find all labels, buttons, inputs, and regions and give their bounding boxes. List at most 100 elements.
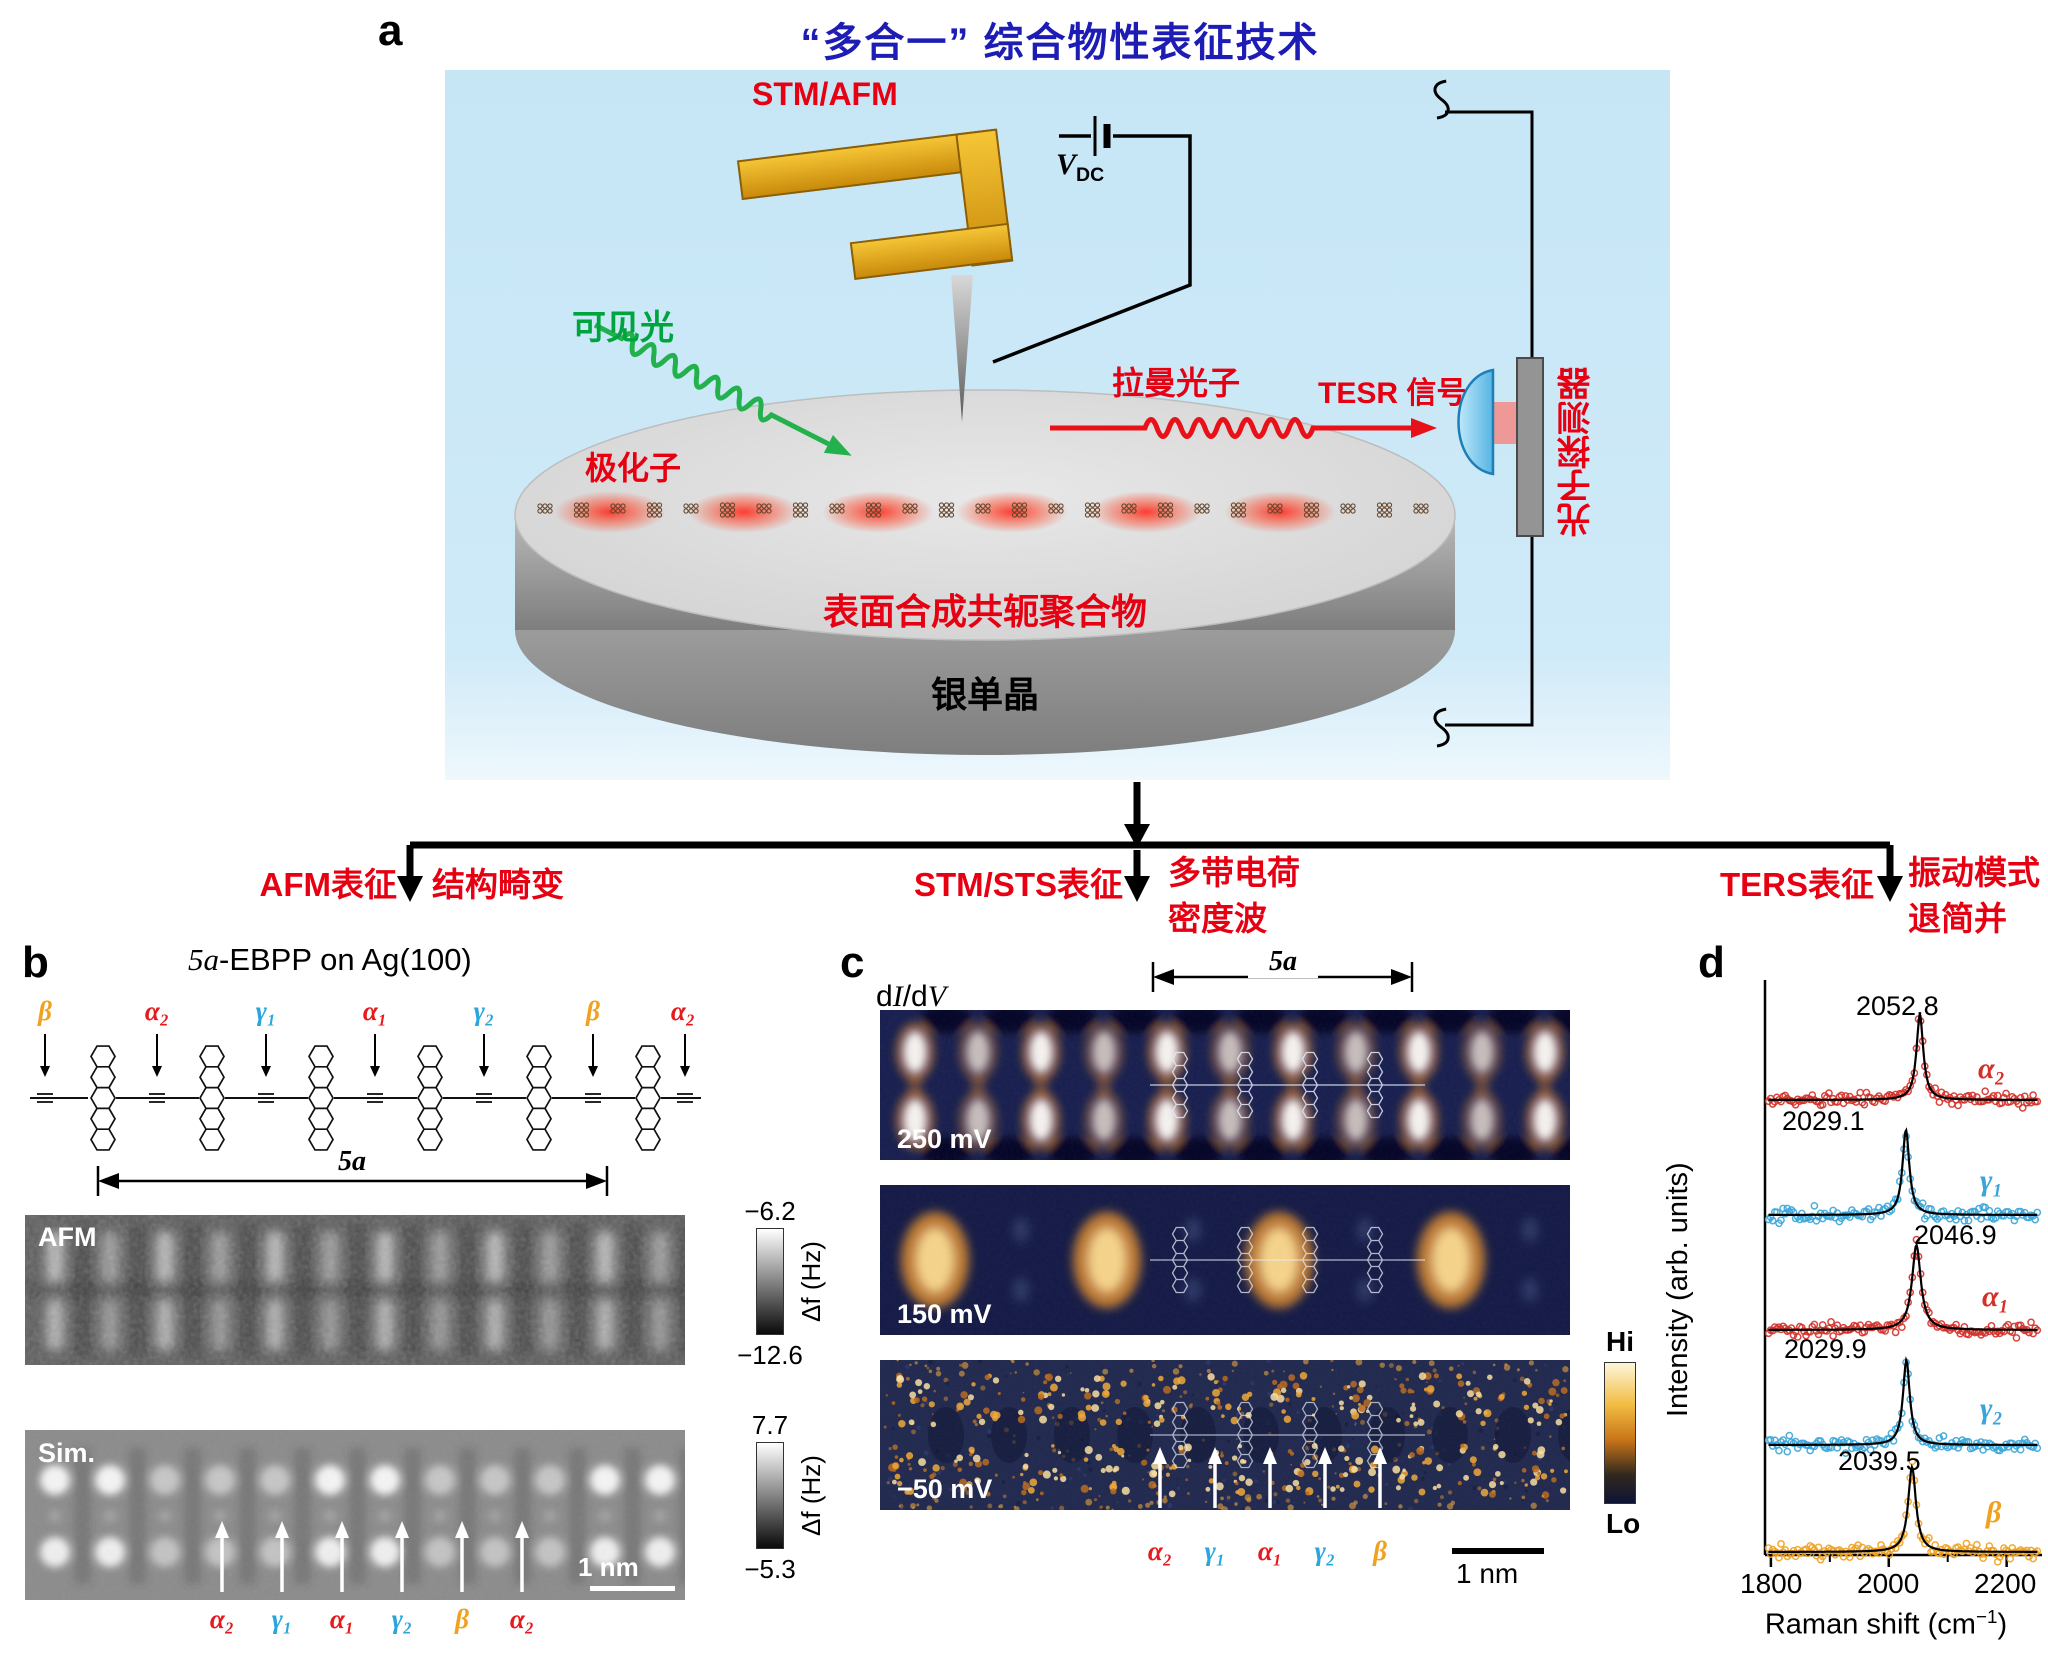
afm-image-label: AFM bbox=[38, 1222, 97, 1252]
bond-label: α₁ bbox=[362, 996, 388, 1026]
unit-cell-span-b-label: 5a bbox=[338, 1146, 366, 1177]
x-tick-1800: 1800 bbox=[1740, 1568, 1803, 1599]
bond-label: α₂ bbox=[144, 996, 170, 1026]
panel-b-title-rest: -EBPP on Ag(100) bbox=[219, 942, 472, 977]
polymer-chain bbox=[537, 491, 1429, 533]
colorbar-hi-label: Hi bbox=[1606, 1326, 1634, 1357]
x-axis-label-pre: Raman shift (cm bbox=[1764, 1608, 1976, 1641]
bond-label: α₂ bbox=[670, 996, 696, 1026]
collection-lens-icon bbox=[1457, 368, 1495, 476]
bias-label-1: 250 mV bbox=[897, 1124, 992, 1154]
photon-detector bbox=[1457, 357, 1544, 537]
molecule-overlay bbox=[1150, 1401, 1425, 1469]
polaron-label: 极化子 bbox=[585, 450, 682, 486]
sim-scale-unit: Δf (Hz) bbox=[796, 1455, 826, 1537]
series-label-4: γ₂ bbox=[1980, 1392, 2003, 1425]
vdc-subscript: DC bbox=[1076, 164, 1105, 186]
branch-ters-result-1: 振动模式 bbox=[1908, 854, 2040, 891]
substrate-label: 银单晶 bbox=[930, 674, 1039, 715]
peak-value-3: 2046.9 bbox=[1914, 1220, 1997, 1250]
didv-d1: d bbox=[876, 980, 893, 1013]
raman-photon-arrow bbox=[1050, 417, 1437, 439]
peak-value-2: 2029.1 bbox=[1782, 1106, 1865, 1136]
site-label: α₁ bbox=[329, 1604, 355, 1634]
site-label: α₁ bbox=[1257, 1536, 1283, 1566]
panel-label-c: c bbox=[840, 938, 865, 987]
x-tick-2000: 2000 bbox=[1857, 1568, 1920, 1599]
didv-label: dI/dV bbox=[876, 980, 946, 1014]
series-label-3: α₁ bbox=[1982, 1280, 2010, 1313]
tesr-signal-label: TESR 信号 bbox=[1318, 377, 1467, 410]
fit-line bbox=[1768, 1355, 2038, 1446]
scalebar-label-c: 1 nm bbox=[1456, 1558, 1519, 1589]
photon-detector-label: 光子探测器 bbox=[1558, 367, 1596, 537]
x-axis-label: Raman shift (cm−1) bbox=[1730, 1606, 2042, 1642]
stm-afm-label: STM/AFM bbox=[752, 76, 898, 112]
site-label: α₂ bbox=[509, 1604, 535, 1634]
bond-label: γ₁ bbox=[255, 996, 277, 1026]
site-label: γ₂ bbox=[1314, 1536, 1336, 1566]
wire-break-icon bbox=[1433, 79, 1450, 120]
bias-label-3: −50 mV bbox=[897, 1474, 993, 1504]
branch-ters-result-2: 退简并 bbox=[1908, 900, 2007, 937]
panel-a-schematic bbox=[445, 70, 1670, 780]
site-arrows bbox=[1153, 1447, 1387, 1508]
bond-label: β bbox=[38, 996, 52, 1026]
peak-value-5: 2039.5 bbox=[1838, 1446, 1921, 1476]
branch-afm-technique: AFM表征 bbox=[259, 866, 397, 903]
x-axis-label-sup: −1 bbox=[1975, 1606, 1998, 1627]
scalebar-line-b bbox=[590, 1586, 675, 1591]
vdc-label: VDC bbox=[1056, 148, 1104, 187]
site-label: α₂ bbox=[1147, 1536, 1173, 1566]
raman-spectra-plot bbox=[1763, 980, 2042, 1567]
panel-b-title-italic: 5a bbox=[188, 942, 219, 977]
silver-crystal-disk bbox=[514, 389, 1456, 755]
y-axis-label: Intensity (arb. units) bbox=[1662, 1162, 1694, 1418]
spectrum-α₂ bbox=[1764, 1015, 2042, 1112]
bias-label-2: 150 mV bbox=[897, 1299, 992, 1329]
site-label: γ₁ bbox=[1204, 1536, 1226, 1566]
fit-line bbox=[1768, 1242, 2038, 1331]
chemical-structure bbox=[30, 1034, 701, 1151]
branch-stm-result-2: 密度波 bbox=[1168, 900, 1267, 937]
didv-map-150mv bbox=[880, 1185, 1570, 1335]
afm-colorbar bbox=[756, 1228, 784, 1335]
didv-i: I bbox=[892, 980, 903, 1013]
stm-afm-sensor bbox=[736, 128, 1014, 281]
x-axis-label-post: ) bbox=[1997, 1608, 2008, 1641]
polymer-skeleton bbox=[30, 1034, 701, 1151]
visible-light-label: 可见光 bbox=[572, 309, 674, 347]
series-label-1: α₂ bbox=[1978, 1052, 2006, 1085]
site-label: γ₁ bbox=[271, 1604, 293, 1634]
branch-stm-technique: STM/STS表征 bbox=[913, 866, 1123, 903]
site-arrows bbox=[215, 1521, 529, 1592]
sim-image-label: Sim. bbox=[38, 1438, 96, 1468]
spectrum-β bbox=[1764, 1457, 2042, 1566]
visible-light-arrow bbox=[593, 322, 852, 456]
spectrum-α₁ bbox=[1764, 1235, 2042, 1342]
sim-colorbar bbox=[756, 1442, 784, 1549]
site-label: β bbox=[455, 1604, 469, 1634]
spectrum-γ₁ bbox=[1764, 1127, 2042, 1228]
panel-label-b: b bbox=[22, 938, 49, 987]
figure-title: “多合一” 综合物性表征技术 bbox=[800, 21, 1320, 65]
unit-cell-span-c-label: 5a bbox=[1248, 946, 1318, 978]
peak-value-4: 2029.9 bbox=[1784, 1334, 1867, 1364]
bond-label: γ₂ bbox=[473, 996, 495, 1026]
molecule-overlay bbox=[1150, 1226, 1425, 1294]
fit-line bbox=[1768, 1015, 2038, 1101]
vdc-symbol: V bbox=[1056, 148, 1077, 181]
series-label-5: β bbox=[1986, 1496, 2002, 1529]
molecule-overlay bbox=[1150, 1051, 1425, 1119]
site-label: β bbox=[1373, 1536, 1387, 1566]
x-tick-2200: 2200 bbox=[1974, 1568, 2037, 1599]
afm-scale-min: −12.6 bbox=[737, 1340, 803, 1370]
polymer-label: 表面合成共轭聚合物 bbox=[822, 591, 1147, 632]
fit-line bbox=[1768, 1463, 2038, 1553]
panel-label-a: a bbox=[378, 6, 403, 55]
detector-window bbox=[1493, 402, 1517, 444]
branch-ters-technique: TERS表征 bbox=[1719, 866, 1874, 903]
branch-stm-result-1: 多带电荷 bbox=[1168, 854, 1300, 891]
bias-circuit-wire bbox=[992, 116, 1192, 364]
